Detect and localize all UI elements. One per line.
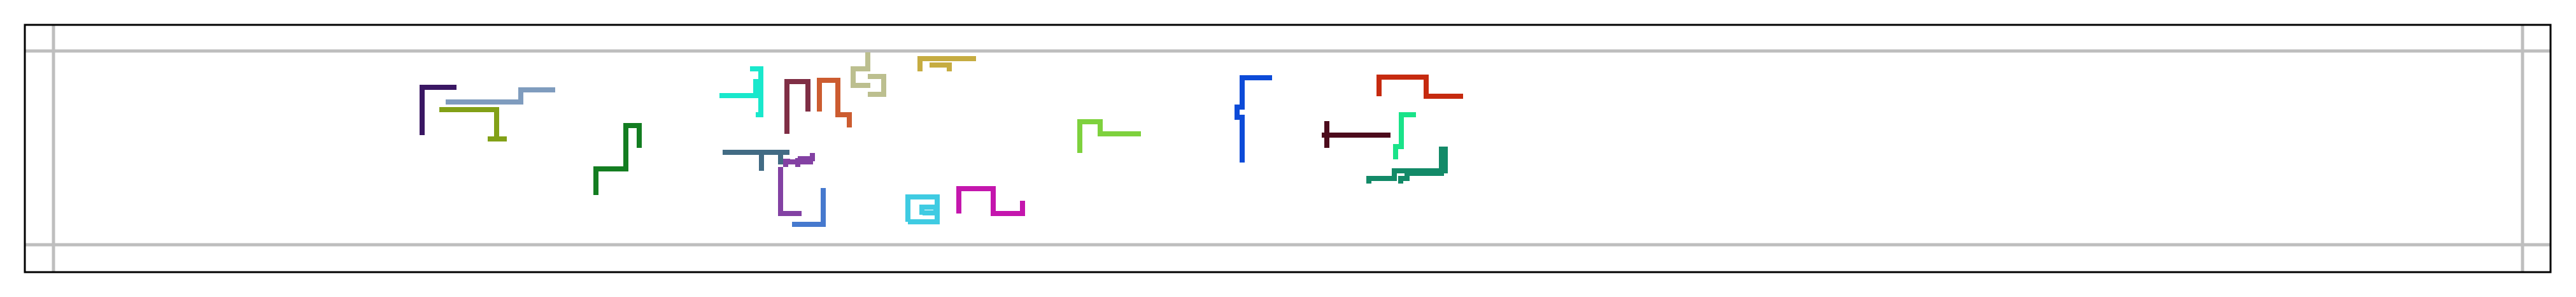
olive-path-segment [439, 107, 507, 141]
dark-red-path [1322, 121, 1391, 148]
sky-path-segment [919, 205, 938, 215]
gold-path-segment [930, 62, 952, 71]
magenta-path [956, 186, 1025, 216]
royal-blue-path-segment [792, 188, 826, 227]
blue-path [1235, 75, 1272, 163]
steel-path [723, 150, 789, 171]
violet-path-segment [783, 159, 790, 167]
plot-frame [24, 24, 2552, 273]
cyan-path [719, 66, 763, 117]
sky-path-segment [923, 208, 938, 215]
khaki-path-segment [868, 74, 886, 97]
dark-purple-path [420, 85, 456, 135]
spring-green-path [1393, 112, 1416, 159]
magenta-path-segment [956, 186, 1025, 216]
grid [25, 25, 2551, 272]
gold-path-segment [917, 56, 976, 71]
paths-layer [420, 52, 1463, 227]
teal-path-segment [1366, 147, 1448, 184]
rust-path [817, 78, 852, 127]
slate-blue-path-segment [446, 87, 555, 105]
violet-path [778, 153, 815, 216]
green-path-segment [593, 123, 642, 195]
royal-blue-path [792, 188, 826, 227]
cyan-path-segment [719, 79, 758, 98]
violet-path-segment [778, 167, 802, 216]
lime-path [1077, 119, 1141, 153]
teal-path [1366, 147, 1448, 184]
gold-path [917, 56, 976, 71]
rust-path-segment [817, 78, 852, 127]
lime-path-segment [1077, 119, 1141, 153]
maroon-path [784, 79, 810, 134]
sky-path [905, 194, 940, 224]
dark-purple-path-segment [420, 85, 456, 135]
spring-green-path-segment [1393, 112, 1416, 159]
cyan-path-segment [750, 66, 763, 117]
khaki-path [851, 52, 886, 97]
blue-path-segment [1235, 75, 1272, 163]
red-path [1376, 75, 1463, 99]
khaki-path-segment [851, 52, 870, 88]
maroon-path-segment [784, 79, 810, 134]
sky-path-segment [905, 194, 940, 224]
green-path [593, 123, 642, 195]
olive-path [439, 107, 507, 141]
red-path-segment [1376, 75, 1463, 99]
slate-blue-path [446, 87, 555, 105]
